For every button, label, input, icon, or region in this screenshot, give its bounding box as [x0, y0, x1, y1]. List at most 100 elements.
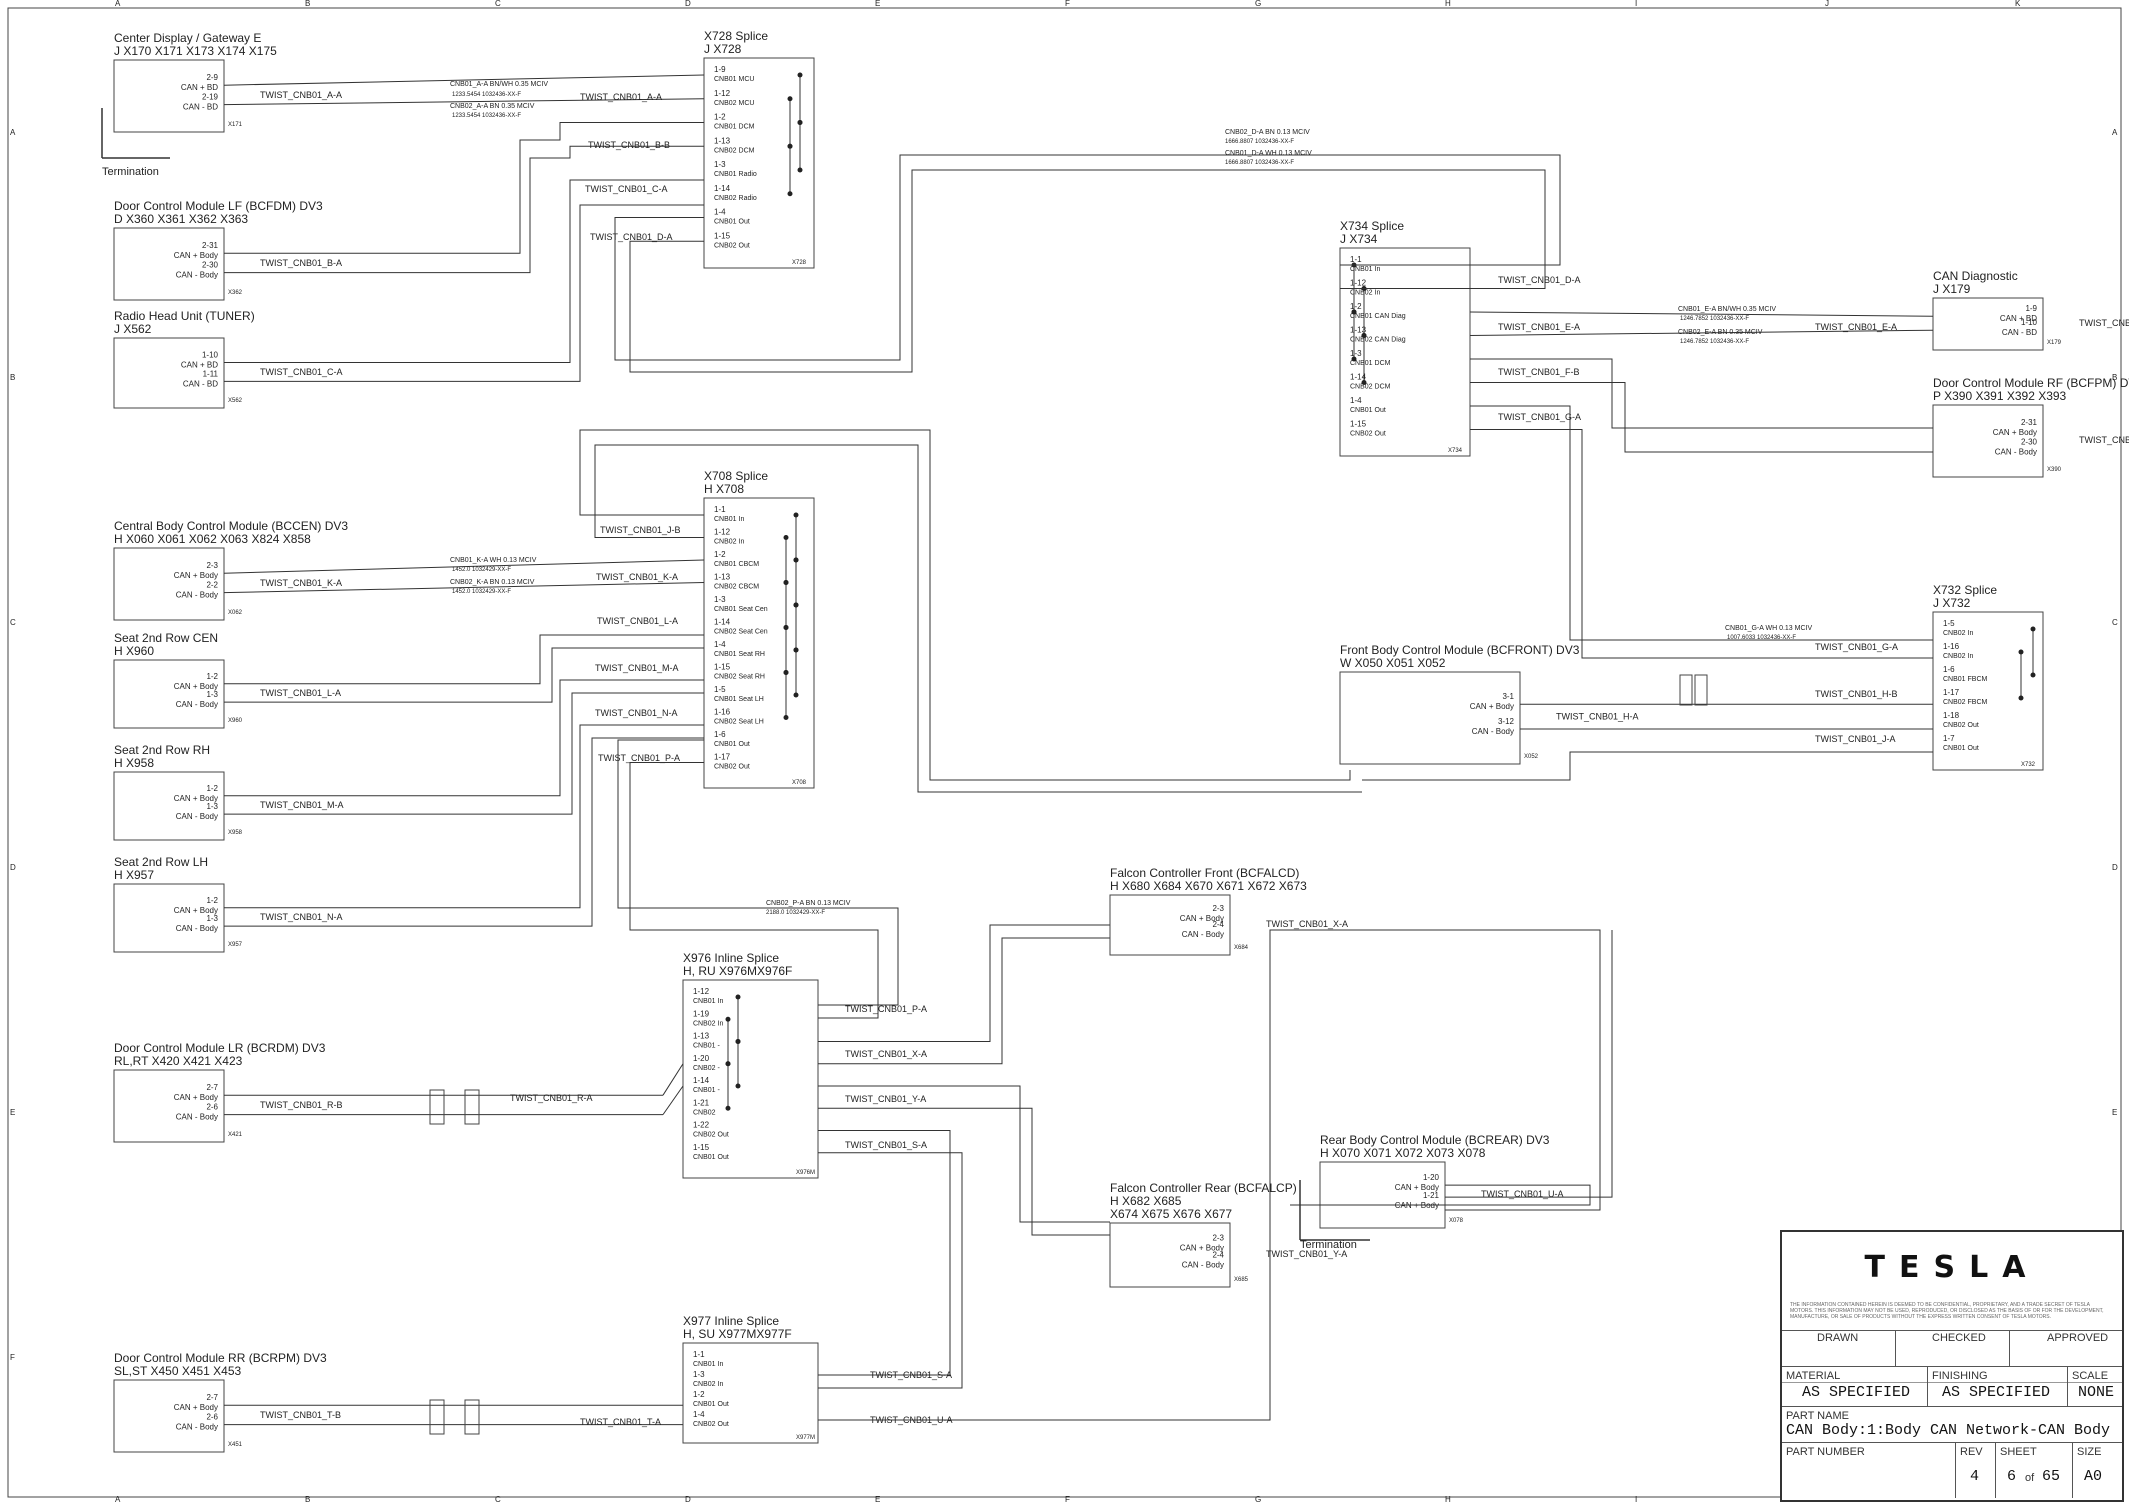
pin-number: 1-4	[693, 1410, 705, 1419]
pin-signal: CAN + Body	[174, 251, 218, 260]
splice-node	[2030, 626, 2036, 632]
pin-signal: CAN + Body	[174, 682, 218, 691]
wire-label: 1452.0 1032429-XX-F	[452, 567, 511, 573]
grid-col-label: I	[1635, 1495, 1637, 1504]
splice-box	[703, 497, 815, 789]
module-codes: H X960	[114, 644, 154, 658]
pin-number: 2-30	[202, 261, 219, 270]
pin-signal: CNB02 Out	[693, 1132, 729, 1139]
connector-id: X976M	[796, 1170, 815, 1176]
pin-number: 2-6	[206, 1103, 218, 1112]
pin-signal: CNB01 MCU	[714, 76, 754, 83]
splice-title: X708 Splice	[704, 469, 768, 483]
pin-number: 1-9	[714, 65, 726, 74]
twist-label: TWIST_CNB01_B-A	[260, 258, 342, 268]
twist-label: TWIST_CNB01_Y-A	[845, 1094, 926, 1104]
wire-label: CNB02_P-A BN 0.13 MCIV	[766, 900, 851, 907]
splice-node	[1361, 333, 1367, 338]
pin-number: 1-3	[206, 802, 218, 811]
pin-number: 1-21	[693, 1098, 710, 1107]
twist-label: TWIST_CNB01_L-A	[597, 616, 678, 626]
wire	[818, 929, 1601, 1421]
rev-label: REV	[1960, 1446, 1983, 1458]
scale-label: SCALE	[2072, 1370, 2109, 1382]
pin-number: 1-15	[693, 1143, 710, 1152]
pin-signal: CNB01 Out	[714, 219, 750, 226]
module-bcrdm: Door Control Module LR (BCRDM) DV3RL,RT …	[113, 1041, 343, 1143]
pin-number: 1-3	[206, 914, 218, 923]
pin-number: 1-13	[714, 573, 731, 582]
pin-number: 1-2	[1350, 302, 1362, 311]
tb-divider	[1782, 1366, 2122, 1367]
pin-number: 1-15	[714, 663, 731, 672]
splice-node	[787, 96, 793, 102]
splice-box	[682, 1342, 819, 1444]
pin-signal: CAN + Body	[1180, 914, 1224, 923]
splice-codes: H, SU X977MX977F	[683, 1327, 792, 1341]
pin-signal: CNB02 Out	[714, 764, 750, 771]
module-codes: P X390 X391 X392 X393	[1933, 389, 2067, 403]
partnumber-label: PART NUMBER	[1786, 1446, 1865, 1458]
module-box	[1339, 671, 1521, 765]
module-box	[1109, 1222, 1231, 1288]
pin-number: 1-12	[693, 987, 710, 996]
splice-codes: H X708	[704, 482, 744, 496]
twist-label: TWIST_CNB01_J-B	[600, 525, 681, 535]
scale-value: NONE	[2078, 1384, 2115, 1401]
twist-label: TWIST_CNB01_S-A	[870, 1370, 952, 1380]
splice-node	[735, 1039, 741, 1044]
pin-number: 1-2	[714, 550, 726, 559]
pin-signal: CNB02 Out	[693, 1421, 729, 1428]
pin-signal: CAN + Body	[174, 794, 218, 803]
tb-divider	[1782, 1406, 2122, 1407]
grid-col-label: B	[305, 0, 310, 8]
pin-signal: CNB01 In	[693, 998, 723, 1005]
twist-label: TWIST_CNB01_X-A	[845, 1049, 927, 1059]
connector-id: X179	[2047, 340, 2062, 346]
splice-node	[783, 535, 789, 540]
pin-number: 1-3	[714, 160, 726, 169]
wire-label: CNB02_D-A BN 0.13 MCIV	[1225, 129, 1310, 136]
partname-label: PART NAME	[1786, 1410, 1849, 1422]
pin-signal: CNB01 Seat LH	[714, 696, 764, 703]
splice-node	[793, 512, 799, 518]
wire	[1290, 1184, 1591, 1206]
twist-label: TWIST_CNB01_N-A	[595, 708, 678, 718]
grid-row-label: D	[2112, 863, 2118, 872]
wire	[818, 1085, 1110, 1223]
twist-label: TWIST_CNB01_M-A	[595, 663, 679, 673]
pin-number: 1-6	[1943, 665, 1955, 674]
module-codes: H X060 X061 X062 X063 X824 X858	[114, 532, 311, 546]
module-codes: H X957	[114, 868, 154, 882]
pin-signal: CAN - Body	[176, 812, 218, 821]
pin-number: 2-4	[1212, 1251, 1224, 1260]
pin-number: 3-1	[1502, 692, 1514, 701]
module-title: Seat 2nd Row RH	[114, 743, 210, 757]
pin-signal: CNB01 Seat Cen	[714, 606, 768, 613]
wire	[818, 937, 1110, 1065]
pin-signal: CNB02 Seat Cen	[714, 629, 768, 636]
pin-number: 1-16	[1943, 642, 1960, 651]
wire	[223, 74, 705, 86]
pin-number: 3-12	[1498, 717, 1515, 726]
wire-label: 1666.8807 1032436-XX-F	[1225, 160, 1294, 166]
grid-row-label: D	[10, 863, 16, 872]
pin-signal: CNB02 In	[714, 539, 744, 546]
splice-node	[2018, 649, 2024, 655]
grid-col-label: H	[1445, 0, 1451, 8]
splice-node	[793, 692, 799, 698]
pin-number: 2-4	[1212, 920, 1224, 929]
pin-signal: CNB01 Out	[1943, 745, 1979, 752]
module-bcfalcd: Falcon Controller Front (BCFALCD)H X680 …	[1109, 866, 1348, 956]
module-title: Door Control Module LF (BCFDM) DV3	[114, 199, 323, 213]
grid-col-label: E	[875, 0, 880, 8]
twist-label: TWIST_CNB01_G-A	[1498, 412, 1581, 422]
pin-number: 1-9	[2025, 304, 2037, 313]
wire	[1469, 329, 1934, 336]
